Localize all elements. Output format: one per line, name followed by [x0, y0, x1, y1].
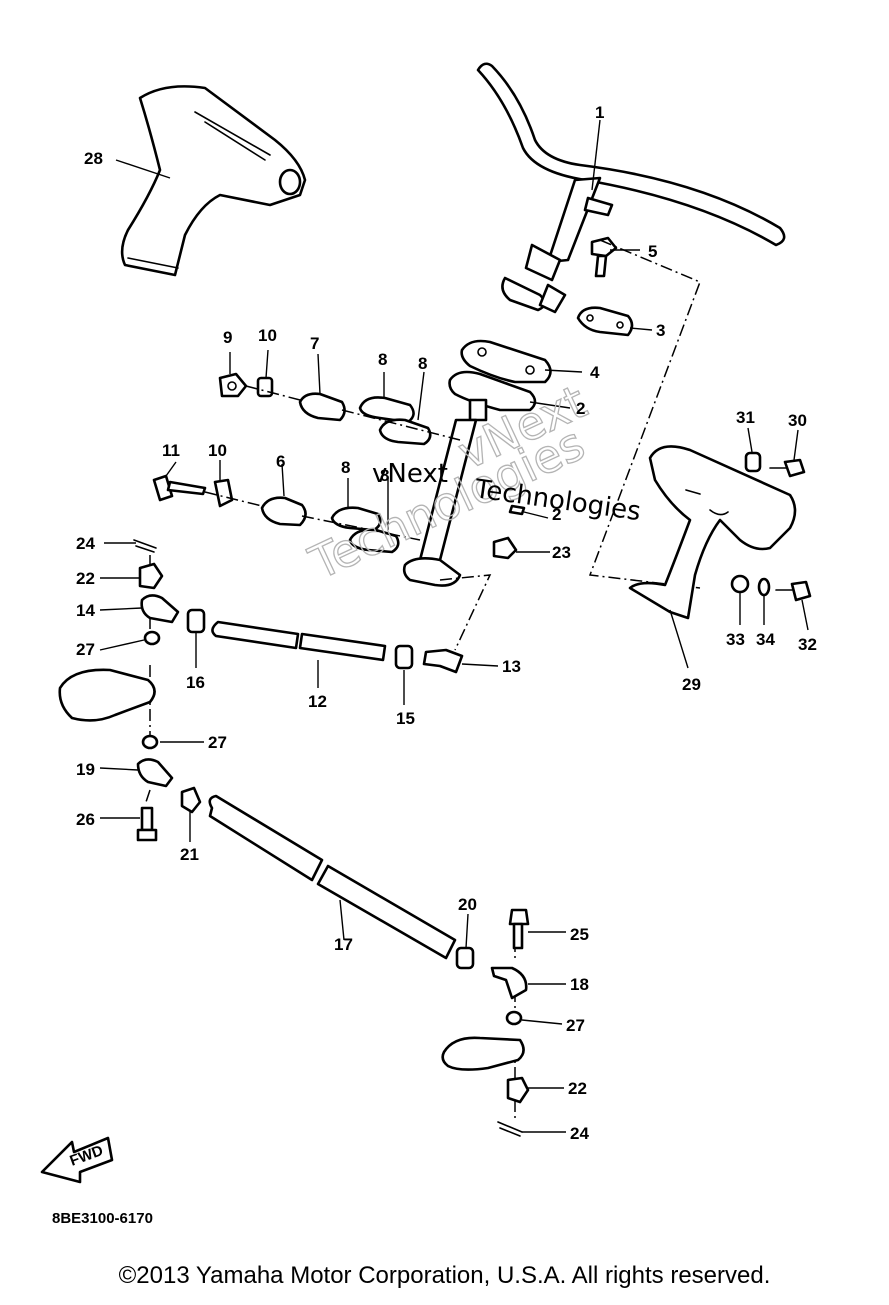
callout-8-c: 8 [341, 458, 350, 477]
part-24-cotter-pin-a[interactable] [133, 539, 157, 553]
part-8-collar-b[interactable] [378, 418, 432, 446]
part-22-nut-b[interactable] [506, 1076, 530, 1104]
part-10-washer-a[interactable] [256, 376, 274, 398]
callout-5: 5 [648, 242, 657, 261]
callout-27-a: 27 [76, 640, 95, 659]
callout-1: 1 [595, 103, 604, 122]
part-13-rod-end[interactable] [422, 648, 464, 674]
callout-14: 14 [76, 601, 95, 620]
callout-22-a: 22 [76, 569, 95, 588]
callout-32: 32 [798, 635, 817, 654]
part-24-cotter-pin-b[interactable] [497, 1121, 523, 1137]
callout-7: 7 [310, 334, 319, 353]
callout-29: 29 [682, 675, 701, 694]
part-18-rod-end[interactable] [490, 966, 528, 1000]
part-14-rod-end[interactable] [140, 594, 180, 624]
callout-22-b: 22 [568, 1079, 587, 1098]
callout-25: 25 [570, 925, 589, 944]
part-26-bolt[interactable] [136, 806, 158, 842]
callout-13: 13 [502, 657, 521, 676]
part-27-washer-c[interactable] [505, 1010, 523, 1026]
callout-8-b: 8 [418, 354, 427, 373]
copyright-notice: ©2013 Yamaha Motor Corporation, U.S.A. A… [118, 1262, 771, 1289]
callout-8-d: 8 [380, 466, 389, 485]
callout-16: 16 [186, 673, 205, 692]
part-9-nut[interactable] [218, 372, 248, 398]
callout-34: 34 [756, 630, 775, 649]
callout-23: 23 [552, 543, 571, 562]
callout-26: 26 [76, 810, 95, 829]
part-10-washer-b[interactable] [213, 478, 234, 508]
part-8-collar-c[interactable] [330, 506, 382, 532]
callout-3: 3 [656, 321, 665, 340]
part-27-washer-b[interactable] [141, 734, 159, 750]
part-8-collar-d[interactable] [348, 528, 400, 554]
part-20-nut[interactable] [455, 946, 475, 970]
part-25-bolt[interactable] [508, 908, 530, 950]
part-27-washer-a[interactable] [143, 630, 161, 646]
callout-21: 21 [180, 845, 199, 864]
diagram-code: 8BE3100-6170 [52, 1210, 153, 1227]
callout-20: 20 [458, 895, 477, 914]
part-23-nut[interactable] [492, 536, 518, 560]
callout-18: 18 [570, 975, 589, 994]
callout-24-b: 24 [570, 1124, 589, 1143]
callout-9: 9 [223, 328, 232, 347]
callout-11: 11 [162, 441, 180, 460]
callout-6: 6 [276, 452, 285, 471]
callout-10-b: 10 [208, 441, 227, 460]
callout-19: 19 [76, 760, 95, 779]
part-32-bolt[interactable] [775, 580, 812, 602]
callout-10-a: 10 [258, 326, 277, 345]
callouts: 1 28 5 3 9 10 7 8 8 4 2 31 30 11 10 6 8 … [76, 103, 817, 1143]
callout-27-c: 27 [566, 1016, 585, 1035]
part-31-grommet[interactable] [744, 451, 762, 473]
lower-arm-lower [441, 1036, 525, 1071]
part-2-pin[interactable] [508, 504, 526, 516]
part-29-bracket[interactable] [628, 445, 797, 620]
callout-33: 33 [726, 630, 745, 649]
part-1-handlebar[interactable] [476, 62, 786, 314]
part-34-washer[interactable] [757, 577, 771, 597]
part-19-rod-end[interactable] [136, 758, 174, 788]
callout-15: 15 [396, 709, 415, 728]
callout-24-a: 24 [76, 534, 95, 553]
watermark-text-word1: vNext [372, 459, 448, 489]
callout-8-a: 8 [378, 350, 387, 369]
callout-31: 31 [736, 408, 755, 427]
lower-arm-upper [58, 668, 156, 722]
callout-4: 4 [590, 363, 600, 382]
part-4-holder[interactable] [460, 339, 552, 384]
part-33-washer[interactable] [730, 574, 750, 594]
part-16-nut[interactable] [186, 608, 206, 634]
part-22-nut-a[interactable] [138, 562, 164, 590]
part-15-nut[interactable] [394, 644, 414, 670]
callout-27-b: 27 [208, 733, 227, 752]
fwd-arrow-icon: FWD [40, 1136, 114, 1184]
part-30-bolt[interactable] [769, 458, 806, 478]
callout-2-a: 2 [576, 399, 585, 418]
callout-28: 28 [84, 149, 103, 168]
part-21-nut[interactable] [180, 786, 202, 814]
callout-30: 30 [788, 411, 807, 430]
callout-2-b: 2 [552, 505, 561, 524]
callout-17: 17 [334, 935, 353, 954]
part-17-tie-rod[interactable] [208, 794, 457, 960]
part-3-clamp[interactable] [576, 306, 634, 337]
callout-12: 12 [308, 692, 327, 711]
part-6-holder[interactable] [260, 496, 307, 527]
part-8-collar-a[interactable] [358, 396, 415, 424]
part-28-grip-cover[interactable] [120, 85, 307, 277]
part-12-tie-rod[interactable] [211, 620, 387, 662]
part-5-bolt[interactable] [590, 236, 618, 278]
part-7-holder[interactable] [298, 392, 346, 422]
leader-lines [99, 119, 809, 1133]
part-11-bolt[interactable] [152, 474, 207, 502]
parts-diagram: vNext Technologies vNext Technologies 1 … [40, 62, 817, 1227]
